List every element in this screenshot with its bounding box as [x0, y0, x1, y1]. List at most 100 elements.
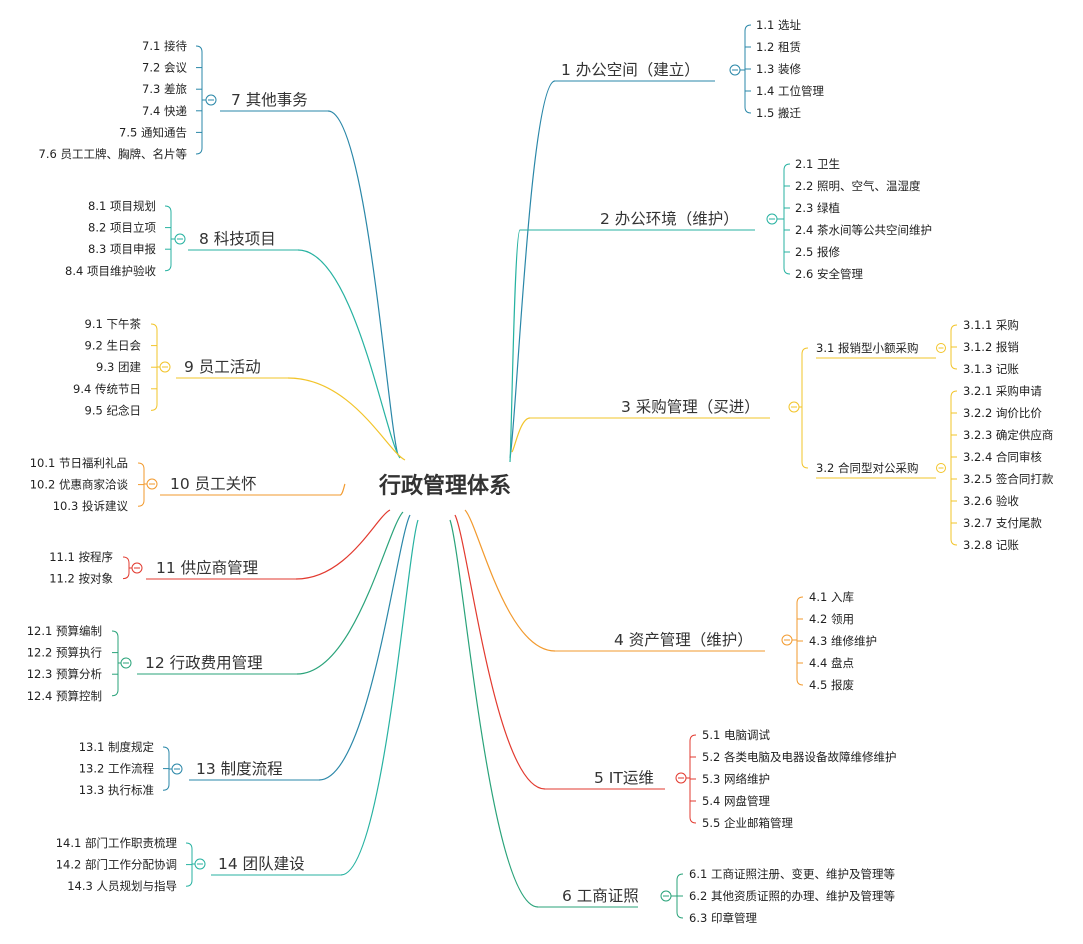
subtopic-b2-1[interactable]: 2.1 卫生	[795, 157, 840, 171]
bracket	[783, 163, 791, 275]
subtopic-b8-4[interactable]: 8.4 项目维护验收	[65, 264, 156, 278]
subtopic-b7-2[interactable]: 7.2 会议	[142, 61, 187, 75]
subtopic-b9-5[interactable]: 9.5 纪念日	[85, 403, 141, 417]
root-topic[interactable]: 行政管理体系	[378, 473, 511, 499]
subtopic-b3-1-2[interactable]: 3.1.2 报销	[963, 340, 1019, 354]
subtopic-b4-2[interactable]: 4.2 领用	[809, 612, 854, 626]
subtopic-b4-3[interactable]: 4.3 维修维护	[809, 634, 877, 648]
subtopic-b3-2-6[interactable]: 3.2.6 验收	[963, 494, 1019, 508]
subtopic-b10-1[interactable]: 10.1 节日福利礼品	[30, 456, 128, 470]
subtopic-b4-5[interactable]: 4.5 报废	[809, 678, 854, 692]
subtopic-b8-2[interactable]: 8.2 项目立项	[88, 221, 156, 235]
subtopic-b2-4[interactable]: 2.4 茶水间等公共空间维护	[795, 223, 932, 237]
connector-b14	[340, 519, 419, 876]
branch-topic-b14[interactable]: 14 团队建设	[218, 855, 305, 873]
branch-topic-b3[interactable]: 3 采购管理（买进）	[621, 398, 760, 416]
branch-topic-b5[interactable]: 5 IT运维	[594, 769, 654, 787]
subtopic-b9-2[interactable]: 9.2 生日会	[85, 339, 142, 353]
subtopic-b1-5[interactable]: 1.5 搬迁	[756, 106, 801, 120]
branch-connectors	[287, 80, 556, 908]
subtopic-b2-6[interactable]: 2.6 安全管理	[795, 267, 863, 281]
subtopic-b12-2[interactable]: 12.2 预算执行	[27, 646, 102, 660]
connector-b9	[287, 377, 406, 461]
branch-topic-b10[interactable]: 10 员工关怀	[170, 475, 257, 493]
connector-b4	[464, 509, 556, 652]
subtopic-b4-1[interactable]: 4.1 入库	[809, 590, 854, 604]
subtopic-b8-1[interactable]: 8.1 项目规划	[88, 199, 156, 213]
subtopic-b1-1[interactable]: 1.1 选址	[756, 18, 801, 32]
subtopic-b7-4[interactable]: 7.4 快递	[142, 104, 187, 118]
connector-b7	[327, 110, 399, 456]
connector-b13	[318, 514, 411, 781]
subtopic-b3-2-8[interactable]: 3.2.8 记账	[963, 538, 1019, 552]
subtopic-b9-4[interactable]: 9.4 传统节日	[73, 382, 141, 396]
subtopic-b4-4[interactable]: 4.4 盘点	[809, 656, 854, 670]
branch-topic-b7[interactable]: 7 其他事务	[231, 91, 308, 109]
subtopic-b13-3[interactable]: 13.3 执行标准	[79, 783, 154, 797]
branch-topic-b4[interactable]: 4 资产管理（维护）	[614, 631, 753, 649]
subtopic-b9-1[interactable]: 9.1 下午茶	[85, 317, 142, 331]
subtopic-b14-1[interactable]: 14.1 部门工作职责梳理	[56, 836, 178, 850]
subtopic-b8-3[interactable]: 8.3 项目申报	[88, 242, 156, 256]
subtopic-b13-2[interactable]: 13.2 工作流程	[79, 762, 155, 776]
subtopic-b10-2[interactable]: 10.2 优惠商家洽谈	[30, 478, 129, 492]
subtopic-b1-4[interactable]: 1.4 工位管理	[756, 84, 824, 98]
subtopic-b7-6[interactable]: 7.6 员工工牌、胸牌、名片等	[39, 147, 187, 161]
subtopic-b3-2-4[interactable]: 3.2.4 合同审核	[963, 450, 1042, 464]
subtopic-b6-1[interactable]: 6.1 工商证照注册、变更、维护及管理等	[689, 867, 895, 881]
subtopic-b12-1[interactable]: 12.1 预算编制	[27, 624, 102, 638]
branch-topic-b8[interactable]: 8 科技项目	[199, 230, 276, 248]
bracket	[195, 45, 203, 155]
subtopic-b1-2[interactable]: 1.2 租赁	[756, 40, 801, 54]
group-topic-1[interactable]: 3.1 报销型小额采购	[816, 341, 918, 355]
subtopic-b5-3[interactable]: 5.3 网络维护	[702, 772, 770, 786]
branch-topic-b1[interactable]: 1 办公空间（建立）	[561, 61, 700, 79]
connector-b8	[297, 249, 401, 459]
connector-b5	[454, 514, 546, 790]
branch-topic-b12[interactable]: 12 行政费用管理	[145, 654, 263, 672]
subtopic-b14-3[interactable]: 14.3 人员规划与指导	[67, 879, 177, 893]
subtopic-b2-3[interactable]: 2.3 绿植	[795, 201, 840, 215]
subtopic-b1-3[interactable]: 1.3 装修	[756, 62, 801, 76]
connector-b10	[339, 483, 346, 496]
subtopic-b3-2-5[interactable]: 3.2.5 签合同打款	[963, 472, 1054, 486]
branch-topic-b11[interactable]: 11 供应商管理	[156, 558, 258, 577]
subtopic-b5-5[interactable]: 5.5 企业邮箱管理	[702, 816, 793, 830]
subtopic-b5-1[interactable]: 5.1 电脑调试	[702, 728, 770, 742]
subtopic-b3-2-7[interactable]: 3.2.7 支付尾款	[963, 516, 1042, 530]
bracket	[164, 205, 172, 272]
subtopic-b12-3[interactable]: 12.3 预算分析	[27, 667, 102, 681]
subtopic-b13-1[interactable]: 13.1 制度规定	[79, 740, 155, 754]
subtopic-b2-2[interactable]: 2.2 照明、空气、温湿度	[795, 179, 921, 193]
subtopic-b3-1-3[interactable]: 3.1.3 记账	[963, 362, 1019, 376]
subtopic-b5-2[interactable]: 5.2 各类电脑及电器设备故障维修维护	[702, 750, 896, 764]
connector-b1	[509, 80, 556, 459]
group-bracket	[801, 347, 809, 469]
subtopic-b3-2-3[interactable]: 3.2.3 确定供应商	[963, 428, 1053, 442]
subtopic-b11-1[interactable]: 11.1 按程序	[49, 550, 113, 564]
branch-nodes: 1 办公空间（建立） 1.1 选址 1.2 租赁 1.3 装修 1.4 工位管理 1.5 …	[27, 18, 1054, 925]
group-topic-2[interactable]: 3.2 合同型对公采购	[816, 461, 918, 475]
subtopic-b7-3[interactable]: 7.3 差旅	[142, 82, 187, 96]
subtopic-b2-5[interactable]: 2.5 报修	[795, 245, 840, 259]
subtopic-b14-2[interactable]: 14.2 部门工作分配协调	[56, 858, 177, 872]
subtopic-b5-4[interactable]: 5.4 网盘管理	[702, 794, 770, 808]
branch-topic-b2[interactable]: 2 办公环境（维护）	[600, 209, 739, 228]
subtopic-b9-3[interactable]: 9.3 团建	[96, 360, 141, 374]
subtopic-b7-5[interactable]: 7.5 通知通告	[119, 125, 187, 139]
branch-topic-b6[interactable]: 6 工商证照	[562, 887, 639, 905]
subtopic-b3-2-1[interactable]: 3.2.1 采购申请	[963, 384, 1042, 398]
branch-topic-b13[interactable]: 13 制度流程	[196, 760, 283, 778]
subtopic-b3-1-1[interactable]: 3.1.1 采购	[963, 318, 1019, 332]
subtopic-b11-2[interactable]: 11.2 按对象	[49, 572, 113, 586]
branch-topic-b9[interactable]: 9 员工活动	[184, 358, 261, 376]
subtopic-b6-3[interactable]: 6.3 印章管理	[689, 911, 757, 925]
subtopic-b10-3[interactable]: 10.3 投诉建议	[53, 499, 129, 513]
subtopic-b3-2-2[interactable]: 3.2.2 询价比价	[963, 406, 1042, 420]
bracket	[950, 390, 958, 546]
subtopic-b6-2[interactable]: 6.2 其他资质证照的办理、维护及管理等	[689, 889, 895, 903]
connector-b3	[511, 417, 531, 453]
subtopic-b7-1[interactable]: 7.1 接待	[142, 39, 187, 53]
subtopic-b12-4[interactable]: 12.4 预算控制	[27, 689, 102, 703]
